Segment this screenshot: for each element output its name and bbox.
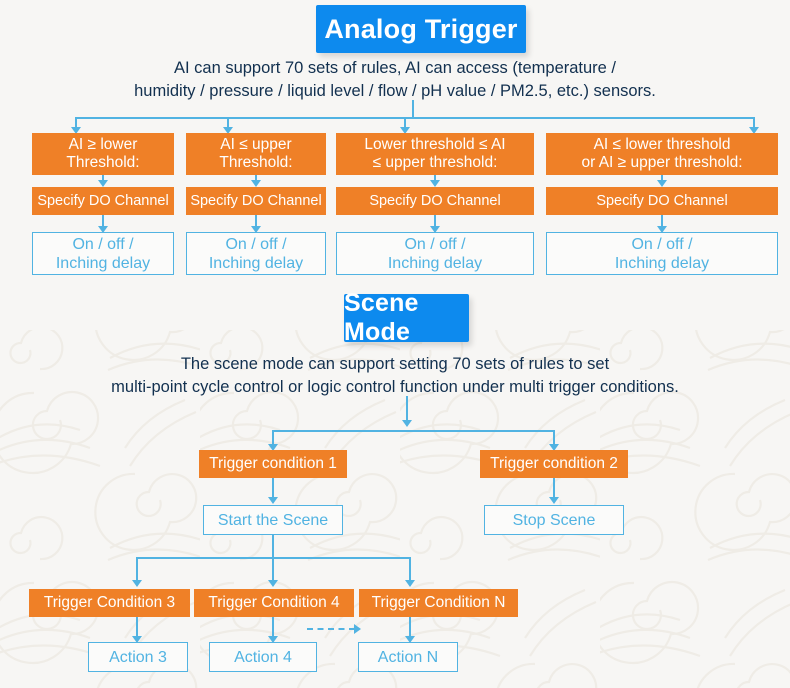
analog-connector-arrow-3a xyxy=(430,180,440,187)
analog-condition-box-3[interactable]: Lower threshold ≤ AI ≤ upper threshold: xyxy=(336,133,534,175)
analog-distribution-bar xyxy=(75,117,755,119)
analog-condition-box-2[interactable]: AI ≤ upper Threshold: xyxy=(186,133,326,175)
analog-connector-arrow-1a xyxy=(98,180,108,187)
scene-sub-drop-arrow-n xyxy=(405,580,415,587)
analog-result-box-2[interactable]: On / off / Inching delay xyxy=(186,232,326,275)
scene-stop-box[interactable]: Stop Scene xyxy=(484,505,624,535)
scene-sub-trunk-line xyxy=(272,535,274,558)
section-title-scene-mode: Scene Mode xyxy=(344,289,469,346)
scene-sub-drop-4 xyxy=(272,557,274,581)
scene-connector-arrow-start xyxy=(268,497,278,504)
scene-connector-stop xyxy=(553,478,555,498)
scene-sub-drop-arrow-4 xyxy=(268,580,278,587)
analog-result-box-3[interactable]: On / off / Inching delay xyxy=(336,232,534,275)
scene-action-connector-3 xyxy=(136,617,138,637)
analog-result-box-1[interactable]: On / off / Inching delay xyxy=(32,232,174,275)
analog-description: AI can support 70 sets of rules, AI can … xyxy=(134,59,656,100)
scene-action-box-3[interactable]: Action 3 xyxy=(88,642,188,672)
scene-sub-drop-n xyxy=(409,557,411,581)
scene-distribution-bar xyxy=(272,430,555,432)
scene-trigger-condition-1[interactable]: Trigger condition 1 xyxy=(199,450,347,478)
scene-trigger-condition-2[interactable]: Trigger condition 2 xyxy=(480,450,628,478)
analog-do-channel-box-3[interactable]: Specify DO Channel xyxy=(336,187,534,215)
analog-result-box-4[interactable]: On / off / Inching delay xyxy=(546,232,778,275)
analog-do-channel-box-1[interactable]: Specify DO Channel xyxy=(32,187,174,215)
scene-action-connector-4 xyxy=(272,617,274,637)
scene-description: The scene mode can support setting 70 se… xyxy=(111,355,679,396)
scene-sub-drop-3 xyxy=(136,557,138,581)
analog-do-channel-box-2[interactable]: Specify DO Channel xyxy=(186,187,326,215)
scene-action-box-n[interactable]: Action N xyxy=(358,642,458,672)
scene-connector-start xyxy=(272,478,274,498)
analog-connector-arrow-2a xyxy=(251,180,261,187)
scene-trunk-arrow xyxy=(402,420,412,427)
scene-continuation-arrow xyxy=(354,624,361,634)
analog-do-channel-box-4[interactable]: Specify DO Channel xyxy=(546,187,778,215)
analog-connector-arrow-4a xyxy=(657,180,667,187)
scene-connector-arrow-stop xyxy=(549,497,559,504)
scene-trigger-condition-3[interactable]: Trigger Condition 3 xyxy=(29,589,190,617)
scene-trigger-condition-n[interactable]: Trigger Condition N xyxy=(359,589,518,617)
scene-action-box-4[interactable]: Action 4 xyxy=(209,642,317,672)
scene-sub-drop-arrow-3 xyxy=(132,580,142,587)
scene-continuation-dashed-line xyxy=(307,628,355,630)
scene-start-box[interactable]: Start the Scene xyxy=(203,505,343,535)
scene-trigger-condition-4[interactable]: Trigger Condition 4 xyxy=(194,589,354,617)
analog-condition-box-4[interactable]: AI ≤ lower threshold or AI ≥ upper thres… xyxy=(546,133,778,175)
analog-condition-box-1[interactable]: AI ≥ lower Threshold: xyxy=(32,133,174,175)
section-title-analog-trigger: Analog Trigger xyxy=(316,5,526,53)
scene-action-connector-n xyxy=(409,617,411,637)
